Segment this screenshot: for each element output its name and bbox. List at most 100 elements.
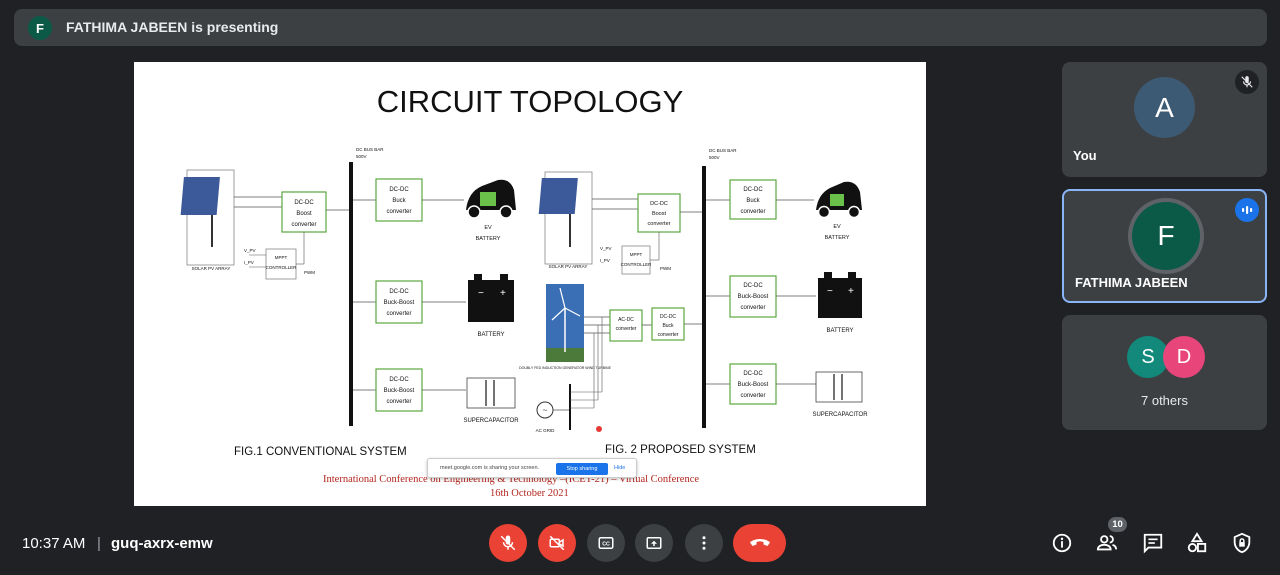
- svg-text:Buck: Buck: [662, 323, 674, 329]
- camera-off-icon: [549, 535, 565, 551]
- svg-text:DC-DC: DC-DC: [294, 200, 314, 206]
- stop-sharing-button[interactable]: Stop sharing: [556, 463, 608, 475]
- presenting-banner: [14, 9, 1267, 46]
- svg-text:EV: EV: [484, 225, 492, 231]
- svg-text:I_PV: I_PV: [244, 260, 254, 265]
- svg-text:DC-DC: DC-DC: [660, 314, 676, 320]
- more-options-icon: [702, 536, 706, 550]
- svg-text:SUPERCAPACITOR: SUPERCAPACITOR: [812, 412, 868, 418]
- svg-text:AC GRID: AC GRID: [536, 428, 556, 433]
- svg-text:BATTERY: BATTERY: [476, 236, 501, 242]
- svg-text:AC-DC: AC-DC: [618, 317, 634, 323]
- svg-text:500V: 500V: [356, 154, 367, 159]
- dc-dc-buck-boost-converter-1: [375, 280, 423, 324]
- svg-text:converter: converter: [386, 399, 411, 405]
- svg-text:converter: converter: [616, 326, 637, 332]
- svg-text:MPPT: MPPT: [630, 252, 643, 257]
- more-options-button[interactable]: [685, 524, 723, 562]
- svg-text:Buck-Boost: Buck-Boost: [738, 294, 769, 300]
- shared-screen: CIRCUIT TOPOLOGY SOLAR PV ARRAY DC-DC Bo…: [134, 62, 926, 506]
- svg-text:V_PV: V_PV: [600, 246, 612, 251]
- participant-tile-fathima[interactable]: F FATHIMA JABEEN: [1062, 189, 1267, 303]
- svg-text:BATTERY: BATTERY: [477, 332, 504, 338]
- others-count-label: 7 others: [1141, 393, 1188, 408]
- participant-count-badge: 10: [1108, 517, 1127, 532]
- svg-text:DC-DC: DC-DC: [389, 187, 409, 193]
- people-icon: [1096, 535, 1118, 551]
- dc-dc-buck-boost-converter-4: [729, 363, 777, 405]
- present-now-button[interactable]: [635, 524, 673, 562]
- separator: |: [97, 535, 101, 552]
- svg-text:converter: converter: [386, 209, 411, 215]
- svg-text:CONTROLLER: CONTROLLER: [621, 262, 653, 267]
- presenter-avatar: F: [28, 16, 52, 40]
- present-screen-icon: [646, 537, 662, 549]
- dc-dc-buck-converter-1: [375, 178, 423, 222]
- ac-grid-icon: ~ AC GRID: [536, 401, 556, 433]
- end-call-button[interactable]: [733, 524, 786, 562]
- microphone-toggle-button[interactable]: [489, 524, 527, 562]
- ev-car-icon-2: EV BATTERY: [816, 181, 862, 241]
- fig1-caption: FIG.1 CONVENTIONAL SYSTEM: [234, 446, 407, 458]
- svg-text:Boost: Boost: [296, 211, 312, 217]
- solar-pv-array-2: SOLAR PV ARRAY: [538, 171, 593, 269]
- svg-text:DC BUS BAR: DC BUS BAR: [356, 147, 384, 152]
- svg-text:converter: converter: [740, 305, 765, 311]
- people-button[interactable]: [1095, 531, 1119, 555]
- svg-text:SUPERCAPACITOR: SUPERCAPACITOR: [463, 418, 519, 424]
- svg-text:I_PV: I_PV: [600, 258, 610, 263]
- svg-text:MPPT: MPPT: [275, 255, 288, 260]
- conference-text: International Conference on Engineering …: [323, 474, 700, 485]
- svg-text:DOUBLY FED INDUCTION GENERATOR: DOUBLY FED INDUCTION GENERATOR WIND TURB…: [519, 366, 612, 370]
- meeting-code: guq-axrx-emw: [111, 535, 213, 552]
- svg-text:SOLAR PV ARRAY: SOLAR PV ARRAY: [549, 264, 588, 269]
- participant-tile-you[interactable]: A You: [1062, 62, 1267, 177]
- mppt-controller-2: [621, 245, 651, 275]
- svg-text:EV: EV: [833, 224, 841, 230]
- captions-icon: CC: [598, 537, 614, 549]
- svg-text:PWM: PWM: [660, 266, 671, 271]
- battery-icon-1: − + BATTERY: [468, 274, 514, 338]
- camera-toggle-button[interactable]: [538, 524, 576, 562]
- svg-text:CONTROLLER: CONTROLLER: [266, 265, 298, 270]
- svg-text:500V: 500V: [709, 155, 720, 160]
- svg-text:−: −: [478, 288, 484, 299]
- host-controls-button[interactable]: [1230, 531, 1254, 555]
- dc-dc-buck-converter-2: [729, 179, 777, 220]
- svg-text:+: +: [500, 288, 506, 299]
- dc-dc-buck-boost-converter-3: [729, 275, 777, 318]
- ac-dc-converter: [609, 309, 643, 342]
- activities-button[interactable]: [1185, 531, 1209, 555]
- meeting-details-button[interactable]: [1050, 531, 1074, 555]
- screen-share-notification: meet.google.com is sharing your screen. …: [427, 458, 637, 478]
- svg-text:~: ~: [543, 406, 548, 415]
- svg-text:DC-DC: DC-DC: [389, 377, 409, 383]
- chat-button[interactable]: [1141, 531, 1165, 555]
- svg-text:DC-DC: DC-DC: [743, 371, 763, 377]
- hide-share-bar-button[interactable]: Hide: [614, 465, 626, 471]
- fig2-caption: FIG. 2 PROPOSED SYSTEM: [605, 444, 756, 456]
- dc-dc-buck-converter-wind: [651, 307, 685, 341]
- svg-text:converter: converter: [658, 332, 679, 338]
- svg-text:Buck-Boost: Buck-Boost: [384, 388, 415, 394]
- svg-text:converter: converter: [386, 311, 411, 317]
- host-controls-icon: [1233, 532, 1251, 554]
- avatar: A: [1134, 77, 1195, 138]
- svg-text:converter: converter: [291, 222, 316, 228]
- svg-text:Boost: Boost: [652, 211, 667, 217]
- svg-text:converter: converter: [648, 221, 671, 227]
- participant-tile-others[interactable]: S D 7 others: [1062, 315, 1267, 430]
- svg-text:DC-DC: DC-DC: [743, 187, 763, 193]
- microphone-off-icon: [500, 535, 516, 551]
- activities-icon: [1187, 532, 1207, 553]
- clock: 10:37 AM: [22, 535, 86, 552]
- wind-turbine-image: DOUBLY FED INDUCTION GENERATOR WIND TURB…: [519, 284, 612, 370]
- svg-text:converter: converter: [740, 209, 765, 215]
- presenting-text: FATHIMA JABEEN is presenting: [66, 19, 279, 35]
- captions-button[interactable]: CC: [587, 524, 625, 562]
- svg-text:Buck: Buck: [392, 198, 406, 204]
- mppt-controller-1: [265, 248, 297, 280]
- supercapacitor-icon-1: SUPERCAPACITOR: [463, 377, 519, 424]
- solar-pv-array-1: SOLAR PV ARRAY: [180, 169, 235, 271]
- svg-text:DC-DC: DC-DC: [743, 283, 763, 289]
